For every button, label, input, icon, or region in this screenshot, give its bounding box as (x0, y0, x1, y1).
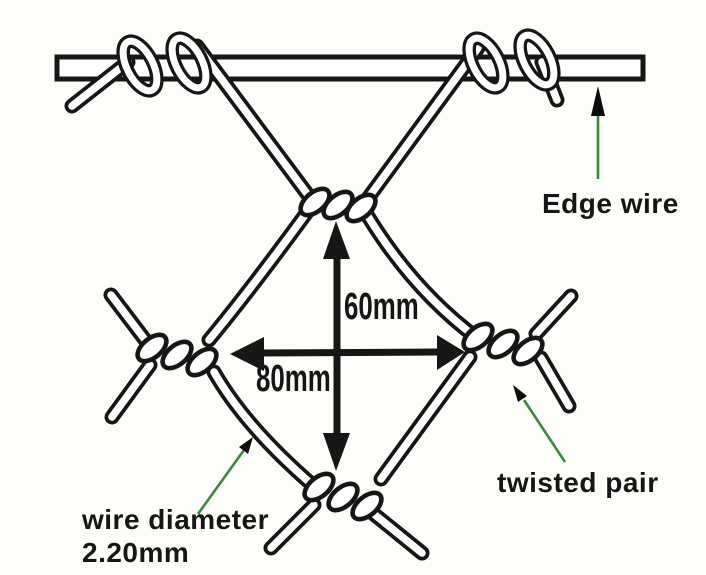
vertical-dimension-arrow (323, 221, 350, 471)
twisted-pair-pointer-arrow (513, 385, 567, 463)
upper-mesh-arms (189, 38, 486, 213)
edge-wire-pointer-arrow (591, 86, 605, 179)
left-twist-joint (135, 332, 219, 378)
wire-diameter-value: 2.20mm (82, 537, 190, 568)
wire-diameter-label: wire diameter (82, 504, 270, 535)
bottom-twist-joint (302, 471, 384, 522)
top-twist-joint (298, 186, 378, 224)
mesh-height-dimension-label: 60mm (344, 286, 419, 328)
edge-wire-wrap-left (64, 31, 213, 114)
twisted-pair-label: twisted pair (497, 467, 659, 498)
right-twist-joint (461, 321, 545, 367)
hexagon-cell-sides (201, 196, 485, 496)
wire-diameter-pointer-arrow (196, 437, 253, 515)
horizontal-dimension-arrow (230, 335, 465, 371)
wire-end-prongs (103, 287, 579, 561)
edge-wire-wrap-right (462, 28, 565, 108)
edge-wire-label: Edge wire (542, 188, 679, 219)
mesh-width-dimension-label: 80mm (256, 358, 331, 400)
